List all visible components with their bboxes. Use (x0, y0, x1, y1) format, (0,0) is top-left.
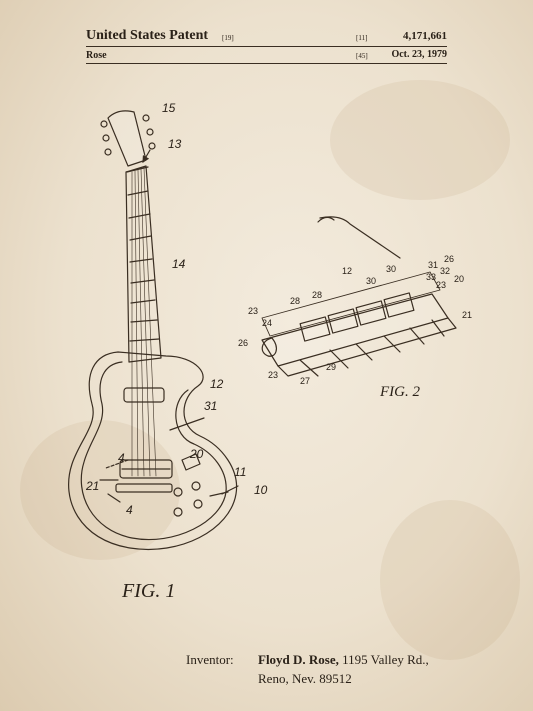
patent-date: Oct. 23, 1979 (391, 49, 447, 60)
inventor-address-2: Reno, Nev. 89512 (258, 671, 352, 686)
title-tag: [19] (222, 34, 234, 42)
ref-label: 30 (366, 276, 376, 286)
number-tag: [11] (356, 34, 368, 42)
ref-label: 26 (238, 338, 248, 348)
inventor-label: Inventor: (186, 652, 234, 667)
ref-label: 12 (342, 266, 352, 276)
ref-label: 12 (210, 377, 224, 391)
ref-label: 11 (234, 465, 246, 479)
ref-label: 20 (189, 447, 204, 461)
paper-stain (380, 500, 520, 660)
ref-label: 33 (426, 272, 436, 282)
ref-label: 27 (300, 376, 310, 386)
ref-label: 14 (172, 257, 186, 271)
ref-label: 21 (85, 479, 99, 493)
ref-label: 30 (386, 264, 396, 274)
paper-stain (330, 80, 510, 200)
patent-number: 4,171,661 (403, 30, 447, 42)
guitar-drawing (68, 110, 239, 550)
ref-label: 23 (436, 280, 446, 290)
fig2-caption: FIG. 2 (380, 384, 420, 400)
ref-label: 31 (428, 260, 438, 270)
inventor-short: Rose (86, 50, 107, 61)
fig1-caption: FIG. 1 (122, 580, 176, 602)
header-rule (86, 63, 447, 64)
ref-label: 4 (126, 503, 133, 517)
ref-label: 23 (248, 306, 258, 316)
ref-label: 20 (454, 274, 464, 284)
ref-label: 23 (268, 370, 278, 380)
patent-header: United States Patent [19] [11] 4,171,661… (86, 28, 447, 64)
ref-label: 24 (262, 318, 272, 328)
bridge-drawing (261, 216, 457, 377)
paper-stain (20, 420, 180, 560)
ref-label: 28 (312, 290, 322, 300)
ref-label: 4 (118, 451, 125, 465)
ref-label: 32 (440, 266, 450, 276)
date-tag: [45] (356, 52, 368, 60)
ref-label: 10 (254, 483, 268, 497)
ref-label: 21 (462, 310, 472, 320)
ref-label: 13 (168, 137, 182, 151)
ref-label: 31 (204, 399, 217, 413)
inventor-address-1: 1195 Valley Rd., (338, 652, 429, 667)
inventor-name: Floyd D. Rose, (258, 652, 339, 667)
ref-label: 26 (444, 254, 454, 264)
inventor-block: Inventor: Floyd D. Rose, 1195 Valley Rd.,… (186, 650, 429, 688)
patent-title: United States Patent (86, 28, 209, 43)
header-rule (86, 46, 447, 47)
ref-label: 15 (162, 101, 176, 115)
ref-label: 29 (326, 362, 336, 372)
ref-label: 28 (290, 296, 300, 306)
